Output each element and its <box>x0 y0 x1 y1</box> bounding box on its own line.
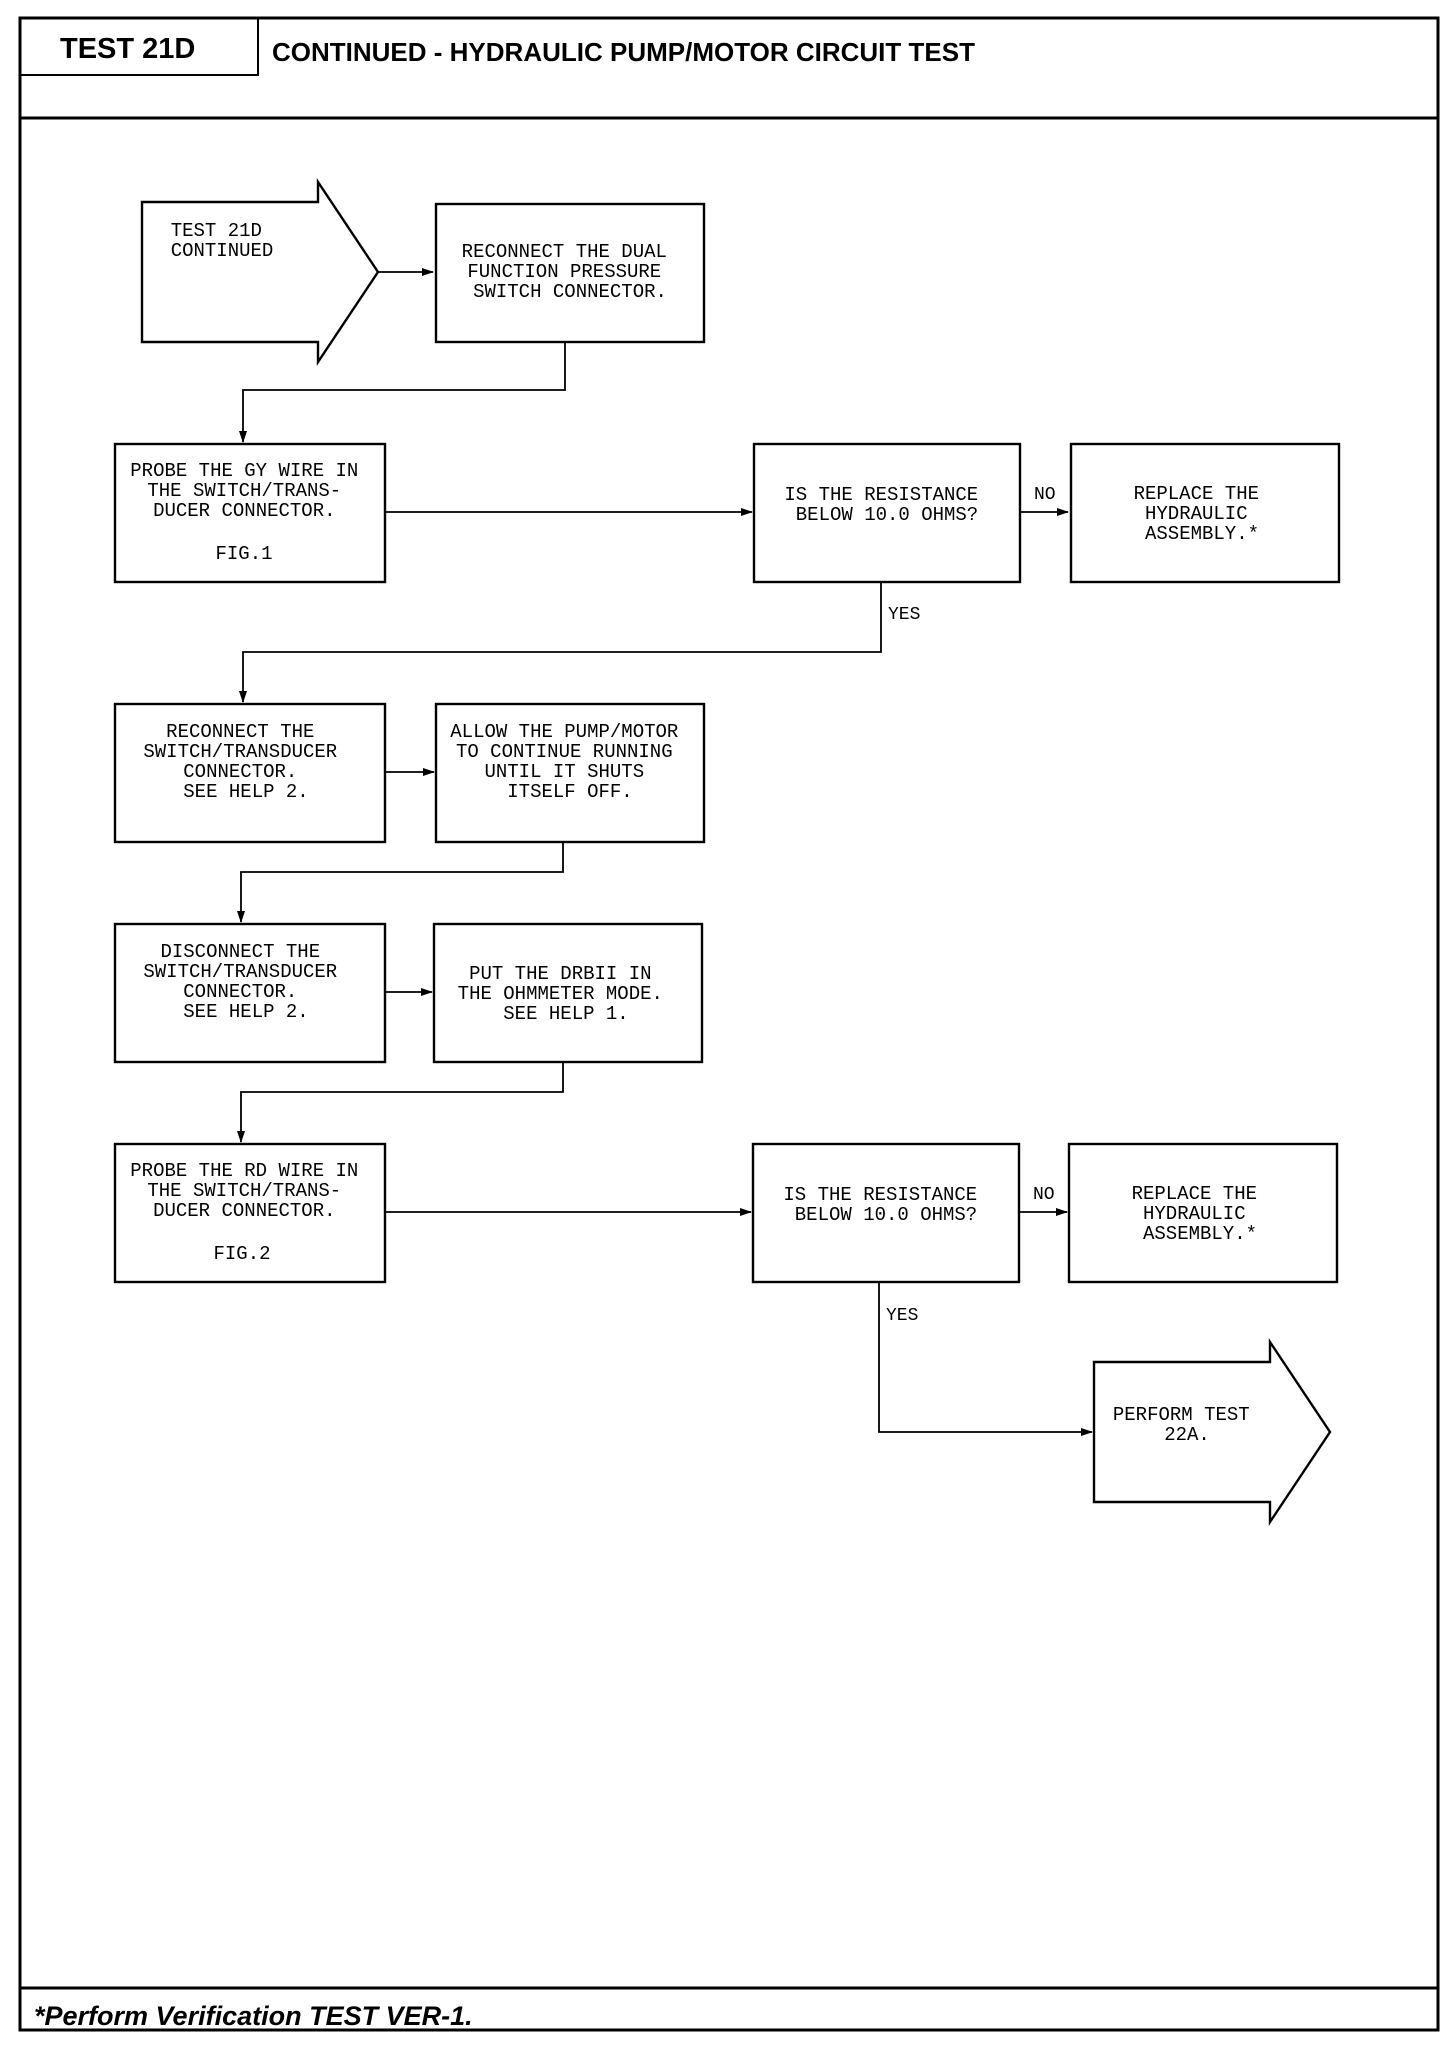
replace-2-label: REPLACE THE HYDRAULIC ASSEMBLY.* <box>1132 1183 1269 1245</box>
edge-label-no-1: NO <box>1034 485 1056 505</box>
node-probe-gy: PROBE THE GY WIRE IN THE SWITCH/TRANS- D… <box>113 442 387 584</box>
edge-label-no-2: NO <box>1033 1185 1055 1205</box>
replace-2-line-3: ASSEMBLY.* <box>1143 1223 1257 1245</box>
header-test-id: TEST 21D <box>60 33 195 65</box>
allow-pump-label: ALLOW THE PUMP/MOTOR TO CONTINUE RUNNING… <box>450 721 689 803</box>
disconnect-switch-line-2: SWITCH/TRANSDUCER <box>143 961 337 983</box>
replace-1-label: REPLACE THE HYDRAULIC ASSEMBLY.* <box>1134 483 1271 545</box>
allow-pump-line-4: ITSELF OFF. <box>507 781 632 803</box>
probe-gy-line-1: PROBE THE GY WIRE IN <box>130 460 358 482</box>
probe-rd-line-1: PROBE THE RD WIRE IN <box>130 1160 358 1182</box>
edge-label-yes-2: YES <box>886 1306 918 1326</box>
reconnect-switch-label: RECONNECT THE SWITCH/TRANSDUCER CONNECTO… <box>143 721 348 803</box>
probe-rd-fig: FIG.2 <box>213 1243 270 1265</box>
start-arrow-label: TEST 21D CONTINUED <box>171 220 274 262</box>
disconnect-switch-box <box>113 922 387 1064</box>
put-drbii-line-3: SEE HELP 1. <box>503 1003 628 1025</box>
replace-2-line-2: HYDRAULIC <box>1143 1203 1246 1225</box>
disconnect-switch-line-1: DISCONNECT THE <box>160 941 320 963</box>
decision-2-line-2: BELOW 10.0 OHMS? <box>795 1204 977 1226</box>
probe-gy-line-2: THE SWITCH/TRANS- <box>147 480 341 502</box>
decision-1-box <box>752 442 1022 584</box>
reconnect-dual-box <box>434 202 706 344</box>
edge-decision-1-to-reconnect-switch <box>239 582 882 703</box>
probe-gy-fig: FIG.1 <box>215 543 272 565</box>
probe-gy-label: PROBE THE GY WIRE IN THE SWITCH/TRANS- D… <box>130 460 369 565</box>
probe-gy-line-3: DUCER CONNECTOR. <box>153 500 335 522</box>
reconnect-switch-line-4: SEE HELP 2. <box>183 781 308 803</box>
replace-2-line-1: REPLACE THE <box>1132 1183 1257 1205</box>
allow-pump-line-3: UNTIL IT SHUTS <box>484 761 644 783</box>
replace-1-line-1: REPLACE THE <box>1134 483 1259 505</box>
header-title: CONTINUED - HYDRAULIC PUMP/MOTOR CIRCUIT… <box>272 37 975 67</box>
reconnect-dual-line-1: RECONNECT THE DUAL <box>462 241 667 263</box>
put-drbii-box <box>432 922 704 1064</box>
node-disconnect-switch: DISCONNECT THE SWITCH/TRANSDUCER CONNECT… <box>113 922 387 1064</box>
probe-rd-line-3: DUCER CONNECTOR. <box>153 1200 335 1222</box>
put-drbii-label: PUT THE DRBII IN THE OHMMETER MODE. SEE … <box>458 963 675 1025</box>
allow-pump-box <box>434 702 706 844</box>
edge-drbii-to-probe-rd <box>237 1062 564 1143</box>
perform-22a-line-1: PERFORM TEST <box>1113 1404 1250 1426</box>
node-decision-1: IS THE RESISTANCE BELOW 10.0 OHMS? <box>752 442 1022 584</box>
reconnect-switch-box <box>113 702 387 844</box>
edge-reconnect-to-probe-gy <box>239 342 566 443</box>
probe-rd-label: PROBE THE RD WIRE IN THE SWITCH/TRANS- D… <box>130 1160 369 1265</box>
connectors <box>237 268 1093 1436</box>
page-frame <box>18 16 1440 2032</box>
replace-2-box <box>1067 1142 1339 1284</box>
replace-1-line-3: ASSEMBLY.* <box>1145 523 1259 545</box>
put-drbii-line-2: THE OHMMETER MODE. <box>458 983 663 1005</box>
replace-1-line-2: HYDRAULIC <box>1145 503 1248 525</box>
reconnect-switch-line-3: CONNECTOR. <box>183 761 297 783</box>
probe-rd-box <box>113 1142 387 1284</box>
reconnect-dual-line-3: SWITCH CONNECTOR. <box>473 281 667 303</box>
allow-pump-line-1: ALLOW THE PUMP/MOTOR <box>450 721 678 743</box>
probe-rd-line-2: THE SWITCH/TRANS- <box>147 1180 341 1202</box>
node-start-arrow: TEST 21D CONTINUED <box>140 178 380 366</box>
edge-label-yes-1: YES <box>888 605 920 625</box>
decision-1-line-1: IS THE RESISTANCE <box>784 484 978 506</box>
header-test-id-box <box>19 17 259 76</box>
reconnect-dual-label: RECONNECT THE DUAL FUNCTION PRESSURE SWI… <box>462 241 679 303</box>
node-decision-2: IS THE RESISTANCE BELOW 10.0 OHMS? <box>751 1142 1021 1284</box>
node-reconnect-dual: RECONNECT THE DUAL FUNCTION PRESSURE SWI… <box>434 202 706 344</box>
reconnect-switch-line-1: RECONNECT THE <box>166 721 314 743</box>
decision-2-box <box>751 1142 1021 1284</box>
reconnect-switch-line-2: SWITCH/TRANSDUCER <box>143 741 337 763</box>
node-reconnect-switch: RECONNECT THE SWITCH/TRANSDUCER CONNECTO… <box>113 702 387 844</box>
put-drbii-line-1: PUT THE DRBII IN <box>469 963 651 985</box>
perform-22a-label: PERFORM TEST 22A. <box>1113 1404 1261 1446</box>
decision-2-label: IS THE RESISTANCE BELOW 10.0 OHMS? <box>783 1184 988 1226</box>
replace-1-box <box>1069 442 1341 584</box>
perform-22a-line-2: 22A. <box>1164 1424 1210 1446</box>
node-put-drbii: PUT THE DRBII IN THE OHMMETER MODE. SEE … <box>432 922 704 1064</box>
reconnect-dual-line-2: FUNCTION PRESSURE <box>467 261 661 283</box>
edge-decision-2-to-perform-22a <box>878 1282 1093 1436</box>
decision-1-label: IS THE RESISTANCE BELOW 10.0 OHMS? <box>784 484 989 526</box>
decision-2-line-1: IS THE RESISTANCE <box>783 1184 977 1206</box>
node-replace-2: REPLACE THE HYDRAULIC ASSEMBLY.* <box>1067 1142 1339 1284</box>
node-allow-pump: ALLOW THE PUMP/MOTOR TO CONTINUE RUNNING… <box>434 702 706 844</box>
allow-pump-line-2: TO CONTINUE RUNNING <box>456 741 673 763</box>
start-line-1: TEST 21D <box>171 220 262 242</box>
probe-gy-box <box>113 442 387 584</box>
footer-note: *Perform Verification TEST VER-1. <box>34 2001 473 2031</box>
edge-allow-to-disconnect <box>237 842 564 923</box>
disconnect-switch-line-3: CONNECTOR. <box>183 981 297 1003</box>
node-probe-rd: PROBE THE RD WIRE IN THE SWITCH/TRANS- D… <box>113 1142 387 1284</box>
decision-1-line-2: BELOW 10.0 OHMS? <box>796 504 978 526</box>
start-arrow-shape <box>140 178 380 366</box>
perform-22a-arrow-shape <box>1092 1338 1332 1526</box>
start-line-2: CONTINUED <box>171 240 274 262</box>
disconnect-switch-line-4: SEE HELP 2. <box>183 1001 308 1023</box>
node-perform-22a-arrow: PERFORM TEST 22A. <box>1092 1338 1332 1526</box>
disconnect-switch-label: DISCONNECT THE SWITCH/TRANSDUCER CONNECT… <box>143 941 348 1023</box>
node-replace-1: REPLACE THE HYDRAULIC ASSEMBLY.* <box>1069 442 1341 584</box>
